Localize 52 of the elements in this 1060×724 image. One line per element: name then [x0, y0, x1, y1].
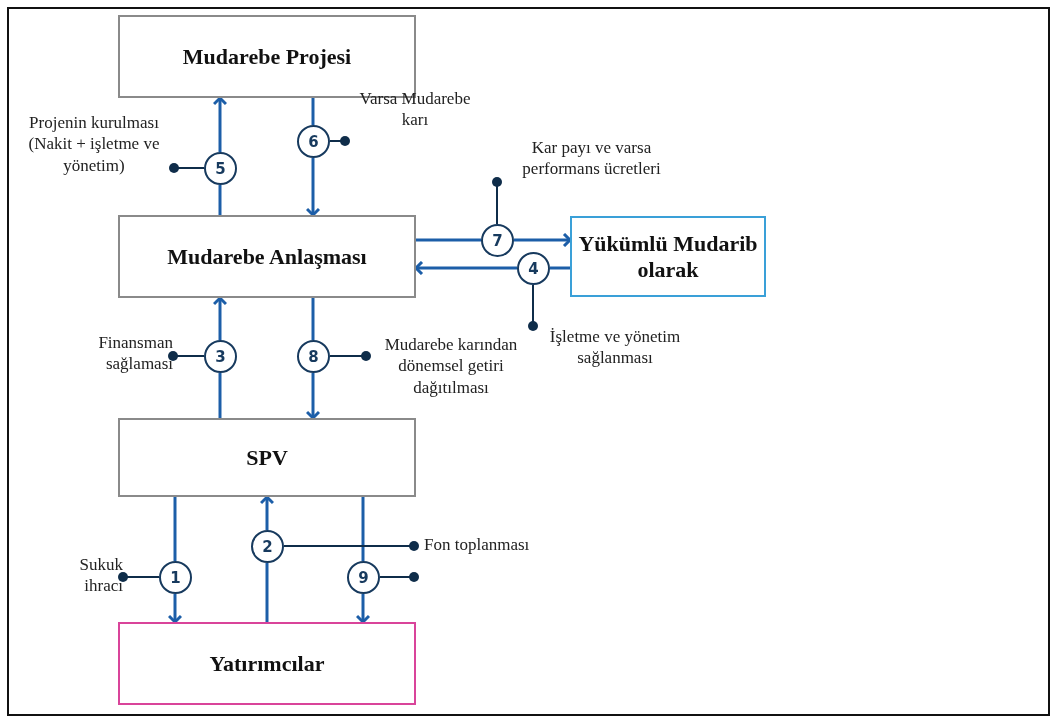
annotation-text: Varsa Mudarebe karı	[345, 88, 485, 140]
step-number-circle: 7	[481, 224, 514, 257]
flow-arrow	[414, 260, 517, 276]
flow-arrow	[305, 158, 321, 217]
flow-arrow	[259, 495, 275, 530]
leader-line	[118, 572, 160, 582]
process-box	[118, 622, 416, 705]
leader-line	[168, 351, 205, 361]
leader-line	[329, 136, 350, 146]
connector-line	[361, 497, 365, 561]
annotation-text: Projenin kurulması (Nakit + işletme ve yönetim)	[14, 112, 174, 182]
step-number-circle: 9	[347, 561, 380, 594]
flow-arrow	[305, 373, 321, 420]
connector-line	[311, 98, 315, 125]
box-label: Mudarebe Projesi	[182, 43, 352, 70]
connector-line	[265, 563, 269, 622]
leader-line	[283, 541, 419, 551]
leader-line	[379, 572, 419, 582]
connector-line	[311, 298, 315, 340]
leader-line	[492, 177, 502, 225]
flow-arrow	[212, 96, 228, 152]
box-label: Mudarebe Anlaşması	[167, 243, 367, 270]
annotation-text: Kar payı ve varsa performans ücretleri	[470, 137, 685, 182]
process-box	[118, 418, 416, 497]
step-number-circle: 5	[204, 152, 237, 185]
connector-line	[416, 238, 481, 242]
box-label: SPV	[246, 444, 288, 471]
connector-line	[218, 373, 222, 418]
annotation-text: Fon toplanması	[414, 534, 564, 582]
connector-line	[173, 497, 177, 561]
box-label: Yükümlü Mudarib olarak	[577, 230, 759, 283]
connector-line	[218, 185, 222, 215]
connector-line	[550, 266, 570, 270]
annotation-text: Sukuk ihracı	[40, 554, 123, 600]
flow-arrow	[514, 232, 572, 248]
flow-arrow	[355, 594, 371, 624]
leader-line	[528, 284, 538, 331]
leader-line	[329, 351, 371, 361]
step-number-circle: 8	[297, 340, 330, 373]
step-number-circle: 2	[251, 530, 284, 563]
process-box	[118, 215, 416, 298]
step-number-circle: 3	[204, 340, 237, 373]
leader-line	[169, 163, 205, 173]
step-number-circle: 1	[159, 561, 192, 594]
step-number-circle: 4	[517, 252, 550, 285]
step-number-circle: 6	[297, 125, 330, 158]
annotation-text: Finansman sağlaması	[40, 332, 173, 378]
box-label: Yatırımcılar	[209, 650, 325, 677]
annotation-text: Mudarebe karından dönemsel getiri dağıtılması	[366, 334, 536, 400]
flow-arrow	[212, 296, 228, 340]
flow-arrow	[167, 594, 183, 624]
process-box	[570, 216, 766, 297]
